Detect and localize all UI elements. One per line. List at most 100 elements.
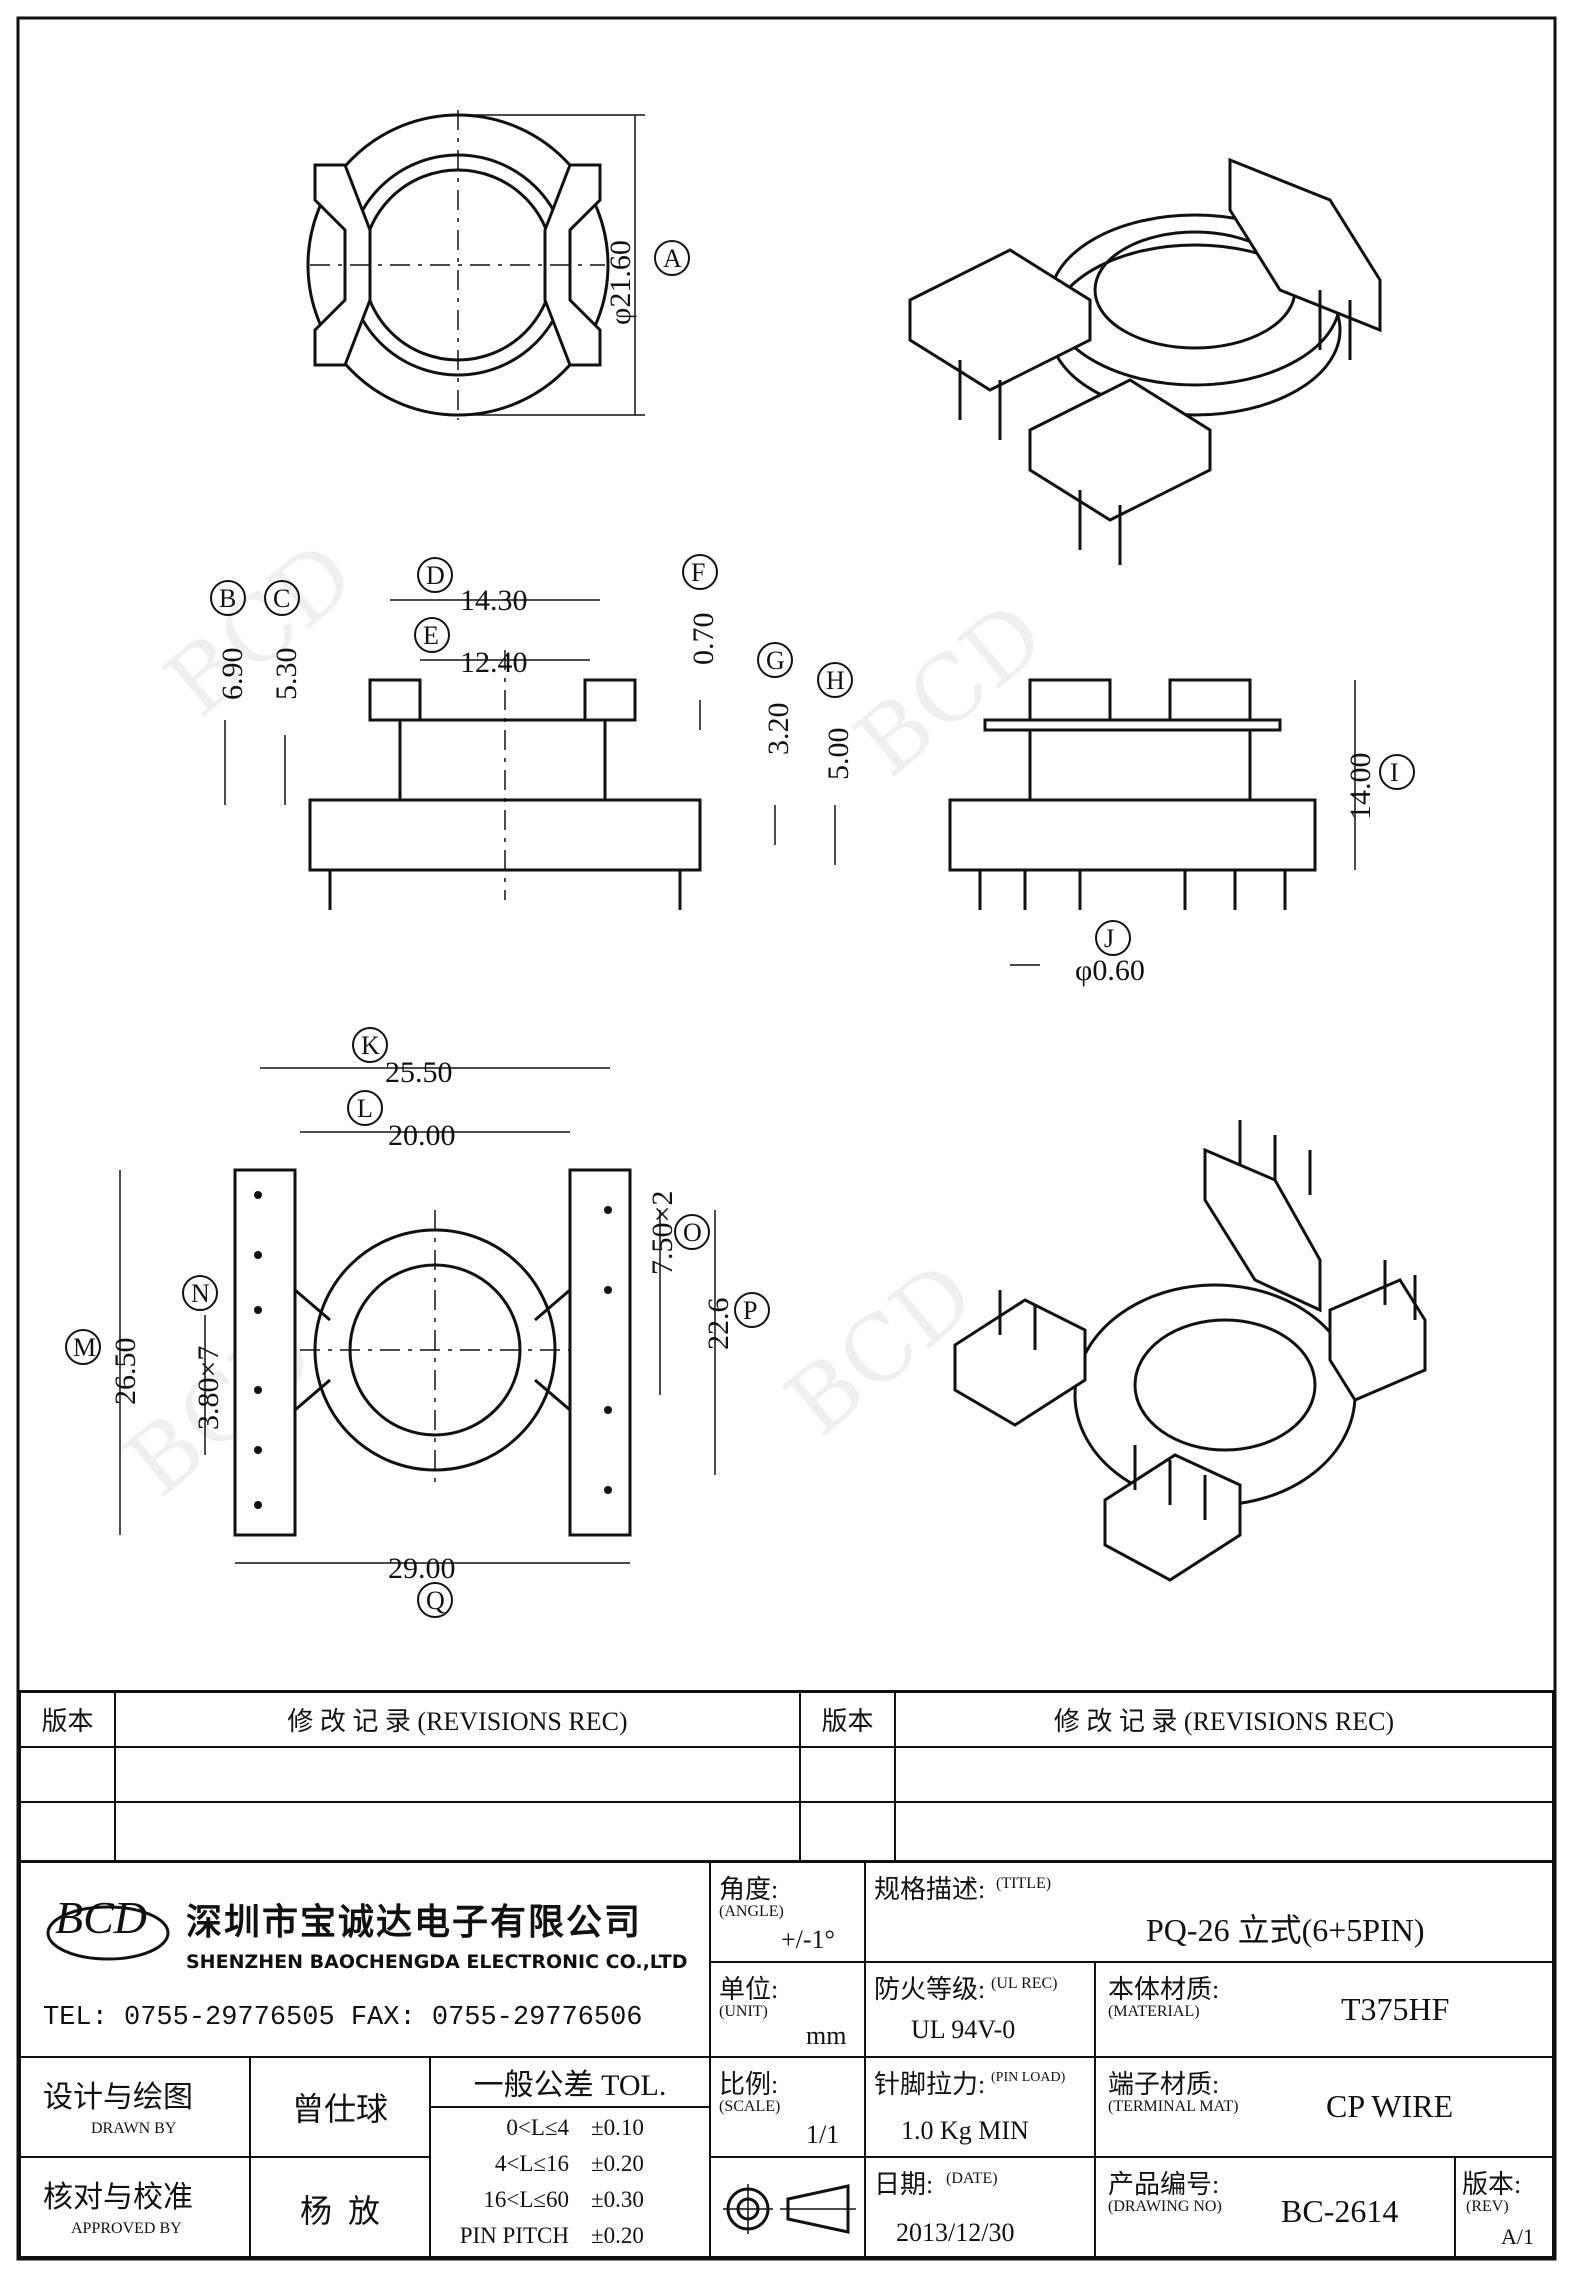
rev-col-label-right: 版本 <box>801 1693 896 1748</box>
dim-M-circle: M <box>73 1333 96 1362</box>
rev-record-header-left: 修 改 记 录 (REVISIONS REC) <box>116 1693 801 1748</box>
material-cell: 本体材质: (MATERIAL) T375HF <box>1096 1963 1552 2058</box>
dim-M-value: 26.50 <box>109 1338 142 1406</box>
dim-K-circle: K <box>361 1031 380 1060</box>
title-value: PQ-26 立式(6+5PIN) <box>1146 1912 1425 1948</box>
dim-I-circle: I <box>1390 758 1399 787</box>
rev-row <box>801 1748 896 1803</box>
dim-Q-circle: Q <box>426 1586 445 1615</box>
rev-row <box>801 1803 896 1860</box>
dim-B-value: 6.90 <box>216 648 249 701</box>
title-block: BCD 深圳市宝诚达电子有限公司 SHENZHEN BAOCHENGDA ELE… <box>18 1863 1555 2259</box>
dim-N-value: 3.80×7 <box>192 1346 225 1430</box>
rev-row <box>896 1803 1552 1860</box>
tolerance-range: 16<L≤60 <box>483 2187 569 2212</box>
scale-cell: 比例: (SCALE) 1/1 <box>711 2058 866 2158</box>
unit-sub: (UNIT) <box>719 2003 768 2020</box>
front-view <box>224 599 836 910</box>
title-cell: 规格描述: (TITLE) PQ-26 立式(6+5PIN) <box>866 1863 1552 1963</box>
dim-G-value: 3.20 <box>762 703 795 756</box>
tolerance-value: ±0.10 <box>591 2115 644 2140</box>
dim-A-circle: A <box>663 244 682 273</box>
drawn-by-value: 曾仕球 <box>251 2058 431 2158</box>
company-name-en: SHENZHEN BAOCHENGDA ELECTRONIC CO.,LTD <box>186 1951 688 1973</box>
dim-P-value: 22.6 <box>702 1298 735 1351</box>
rev-col-label-left: 版本 <box>21 1693 116 1748</box>
company-cell: BCD 深圳市宝诚达电子有限公司 SHENZHEN BAOCHENGDA ELE… <box>21 1863 711 2058</box>
dim-D-value: 14.30 <box>460 584 528 617</box>
iso-view-top <box>908 157 1382 565</box>
pin-load-label: 针脚拉力: <box>874 2070 986 2099</box>
tolerance-range: 4<L≤16 <box>494 2151 569 2176</box>
ul-value: UL 94V-0 <box>911 2015 1016 2044</box>
material-sub: (MATERIAL) <box>1108 2003 1200 2020</box>
dim-K-value: 25.50 <box>385 1056 453 1089</box>
dim-E-value: 12.40 <box>460 646 528 679</box>
dim-N-circle: N <box>191 1279 210 1308</box>
drawn-sub: DRAWN BY <box>91 2120 177 2137</box>
title-sub: (TITLE) <box>996 1875 1052 1892</box>
rev-row <box>896 1748 1552 1803</box>
angle-cell: 角度: (ANGLE) +/-1° <box>711 1863 866 1963</box>
pin-load-value: 1.0 Kg MIN <box>901 2116 1029 2145</box>
angle-value: +/-1° <box>781 1925 835 1954</box>
company-name-cn: 深圳市宝诚达电子有限公司 <box>186 1902 643 1943</box>
drawn-label: 设计与绘图 <box>43 2081 193 2114</box>
title-label: 规格描述: <box>874 1875 986 1904</box>
dim-O-value: 7.50×2 <box>646 1191 679 1275</box>
dim-F-circle: F <box>691 558 705 587</box>
dim-Q-value: 29.00 <box>388 1552 456 1585</box>
approved-cell: 核对与校准 APPROVED BY <box>21 2158 251 2259</box>
date-label: 日期: <box>874 2170 934 2199</box>
tolerance-value: ±0.20 <box>591 2223 644 2248</box>
dim-F-value: 0.70 <box>687 613 720 666</box>
dim-A-value: φ21.60 <box>604 240 637 325</box>
company-logo: BCD <box>43 1885 173 1965</box>
tolerance-value: ±0.30 <box>591 2187 644 2212</box>
tolerance-row: 4<L≤16 ±0.20 <box>431 2146 709 2182</box>
ul-sub: (UL REC) <box>991 1975 1058 1992</box>
angle-label: 角度: <box>719 1875 779 1904</box>
scale-value: 1/1 <box>806 2120 840 2149</box>
rev-row <box>21 1748 116 1803</box>
dim-J-circle: J <box>1104 924 1114 953</box>
unit-cell: 单位: (UNIT) mm <box>711 1963 866 2058</box>
top-view <box>306 110 645 420</box>
first-angle-projection-icon <box>722 2183 856 2234</box>
pin-load-cell: 针脚拉力: (PIN LOAD) 1.0 Kg MIN <box>866 2058 1096 2158</box>
rev-record-header-right: 修 改 记 录 (REVISIONS REC) <box>896 1693 1552 1748</box>
dim-G-circle: G <box>766 646 785 675</box>
dim-H-circle: H <box>826 666 845 695</box>
ul-cell: 防火等级: (UL REC) UL 94V-0 <box>866 1963 1096 2058</box>
rev-cell: 版本: (REV) A/1 <box>1456 2158 1552 2259</box>
drawing-no-label: 产品编号: <box>1108 2170 1220 2199</box>
rev-row <box>116 1803 801 1860</box>
iso-view-bottom <box>953 1120 1427 1582</box>
dim-B-circle: B <box>219 584 236 613</box>
date-cell: 日期: (DATE) 2013/12/30 <box>866 2158 1096 2259</box>
drawn-by-cell: 设计与绘图 DRAWN BY <box>21 2058 251 2158</box>
tolerance-row: 16<L≤60 ±0.30 <box>431 2182 709 2218</box>
tolerance-row: 0<L≤4 ±0.10 <box>431 2110 709 2146</box>
drawing-no-value: BC-2614 <box>1281 2193 1399 2229</box>
tolerance-range: 0<L≤4 <box>506 2115 569 2140</box>
unit-label: 单位: <box>719 1975 779 2004</box>
tolerance-value: ±0.20 <box>591 2151 644 2176</box>
material-value: T375HF <box>1341 1991 1450 2027</box>
bottom-view <box>119 1067 716 1564</box>
approved-label: 核对与校准 <box>43 2181 193 2214</box>
rev-row <box>21 1803 116 1860</box>
svg-text:BCD: BCD <box>147 522 374 737</box>
rev-value: A/1 <box>1501 2224 1534 2249</box>
tolerance-range: PIN PITCH <box>459 2223 569 2248</box>
dim-E-circle: E <box>423 621 439 650</box>
approved-value: 杨 放 <box>251 2158 431 2259</box>
scale-label: 比例: <box>719 2070 779 2099</box>
sheet-border <box>16 16 1557 2261</box>
dimension-labels: φ21.60 A B 6.90 C 5.30 D 14.30 E 12.40 F… <box>65 240 1415 1618</box>
projection-symbol-cell <box>711 2158 866 2259</box>
terminal-cell: 端子材质: (TERMINAL MAT) CP WIRE <box>1096 2058 1552 2158</box>
